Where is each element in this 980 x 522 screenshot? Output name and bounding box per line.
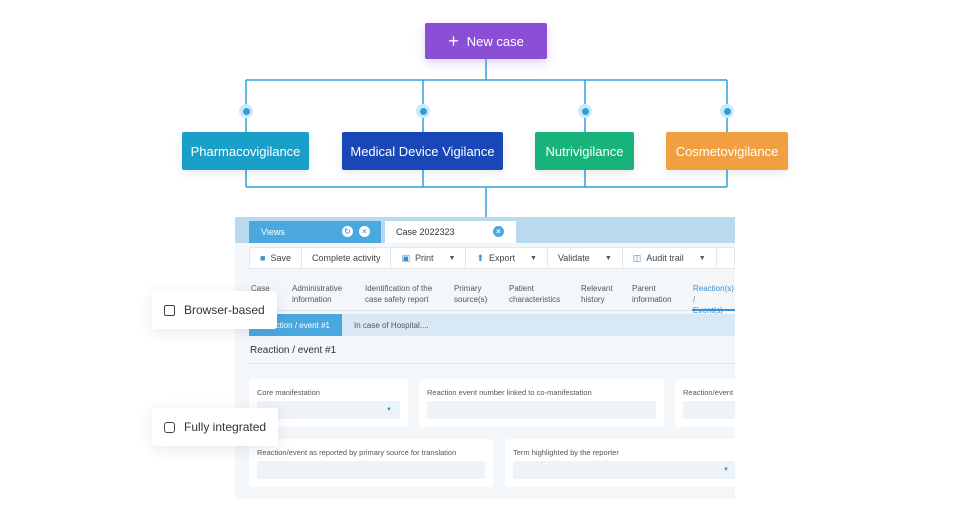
tab-views[interactable]: Views ↻ × — [249, 221, 381, 243]
validate-button[interactable]: Validate ▼ — [548, 248, 623, 268]
chevron-down-icon: ▼ — [386, 407, 392, 413]
complete-label: Complete activity — [311, 253, 381, 263]
connector-dot — [239, 104, 253, 118]
divider — [249, 310, 735, 311]
badge-label: Fully integrated — [184, 420, 267, 434]
medical-device-vigilance-node[interactable]: Medical Device Vigilance — [342, 132, 503, 170]
audit-trail-button[interactable]: ◫ Audit trail ▼ — [623, 248, 717, 268]
chevron-down-icon: ▼ — [723, 467, 729, 473]
print-button[interactable]: ▣ Print ▼ — [391, 248, 467, 268]
tab-line: information — [632, 295, 672, 304]
monitor-icon — [164, 304, 175, 316]
floppy-icon: ■ — [260, 253, 266, 263]
new-case-label: New case — [466, 33, 524, 49]
connector-dot — [416, 104, 430, 118]
field-label: Reaction/event — [683, 388, 734, 397]
term-card: Term highlighted by the reporter ▼ — [505, 439, 735, 487]
save-button[interactable]: ■ Save — [250, 248, 302, 268]
tab-relevant-history[interactable]: Relevant history — [581, 283, 613, 305]
subtab-label: In case of Hospital.... — [354, 320, 429, 330]
refresh-icon[interactable]: ↻ — [342, 226, 353, 237]
export-button[interactable]: ⬆ Export ▼ — [466, 248, 548, 268]
tab-line: Relevant — [581, 284, 613, 293]
chevron-down-icon: ▼ — [698, 254, 706, 262]
reaction-event-input[interactable] — [683, 401, 735, 419]
tab-line: Patient — [509, 284, 534, 293]
tab-case-section[interactable]: Case — [251, 283, 270, 294]
subtab-strip: Reaction / event #1 In case of Hospital.… — [249, 314, 735, 336]
linked-event-input[interactable] — [427, 401, 656, 419]
tab-line: characteristics — [509, 295, 561, 304]
tab-case[interactable]: Case 2022323 × — [385, 221, 516, 243]
tab-line: case safety report — [365, 295, 429, 304]
tab-line: source(s) — [454, 295, 488, 304]
audit-icon: ◫ — [632, 252, 642, 263]
nutrivigilance-node[interactable]: Nutrivigilance — [535, 132, 634, 170]
tab-parent[interactable]: Parent information — [632, 283, 672, 305]
complete-activity-button[interactable]: Complete activity — [302, 248, 392, 268]
browser-based-badge: Browser-based — [152, 291, 277, 329]
cosmetovigilance-node[interactable]: Cosmetovigilance — [666, 132, 788, 170]
tab-line: history — [581, 295, 605, 304]
node-label: Medical Device Vigilance — [350, 143, 495, 159]
toolbar: ■ Save Complete activity ▣ Print ▼ ⬆ Exp… — [249, 247, 735, 269]
tab-administrative[interactable]: Administrative information — [292, 283, 342, 305]
tab-patient[interactable]: Patient characteristics — [509, 283, 560, 305]
field-label: Reaction event number linked to co-manif… — [427, 388, 592, 397]
tab-identification[interactable]: Identification of the case safety report — [365, 283, 432, 305]
pharmacovigilance-node[interactable]: Pharmacovigilance — [182, 132, 309, 170]
section-tabs: Case Administrative information Identific… — [249, 283, 735, 315]
save-label: Save — [270, 253, 291, 263]
tab-line: information — [292, 295, 332, 304]
tab-line: Parent — [632, 284, 656, 293]
subtab-label: Reaction / event #1 — [261, 320, 330, 330]
tab-line: Reaction(s) / — [693, 284, 734, 304]
tab-reactions[interactable]: Reaction(s) /Event(s) — [693, 283, 735, 316]
node-label: Cosmetovigilance — [675, 143, 779, 159]
field-label: Term highlighted by the reporter — [513, 448, 619, 457]
audit-label: Audit trail — [646, 253, 684, 263]
tab-line: Administrative — [292, 284, 343, 293]
tab-strip: Views ↻ × Case 2022323 × — [235, 217, 735, 243]
export-icon: ⬆ — [476, 252, 484, 263]
tab-label: Views — [261, 227, 285, 237]
tab-label: Case 2022323 — [396, 227, 455, 237]
core-manifestation-select[interactable]: ▼ — [257, 401, 400, 419]
section-title: Reaction / event #1 — [250, 345, 337, 356]
printer-icon: ▣ — [401, 252, 410, 263]
subtab-hospital[interactable]: In case of Hospital.... — [354, 314, 429, 336]
connector-dot — [720, 104, 734, 118]
term-select[interactable]: ▼ — [513, 461, 735, 479]
translation-card: Reaction/event as reported by primary so… — [249, 439, 493, 487]
new-case-button[interactable]: + New case — [425, 23, 547, 59]
connector-dot — [578, 104, 592, 118]
case-window: Views ↻ × Case 2022323 × ■ Save Complete… — [235, 217, 735, 499]
tab-line: Case — [251, 284, 270, 293]
tab-primary-sources[interactable]: Primary source(s) — [454, 283, 487, 305]
divider — [249, 363, 735, 364]
linked-event-card: Reaction event number linked to co-manif… — [419, 379, 664, 427]
node-label: Nutrivigilance — [545, 143, 624, 159]
chevron-down-icon: ▼ — [448, 254, 456, 262]
export-label: Export — [489, 253, 516, 263]
clipboard-icon — [164, 421, 175, 433]
fully-integrated-badge: Fully integrated — [152, 408, 278, 446]
node-label: Pharmacovigilance — [190, 143, 301, 159]
active-tab-indicator — [692, 309, 735, 311]
close-icon[interactable]: × — [493, 226, 504, 237]
field-label: Core manifestation — [257, 388, 320, 397]
chevron-down-icon: ▼ — [530, 254, 537, 262]
tab-line: Primary — [454, 284, 482, 293]
reaction-event-card: Reaction/event — [675, 379, 735, 427]
plus-icon: + — [448, 31, 459, 51]
validate-label: Validate — [557, 253, 590, 263]
field-label: Reaction/event as reported by primary so… — [257, 448, 457, 457]
chevron-down-icon: ▼ — [604, 254, 612, 262]
translation-input[interactable] — [257, 461, 485, 479]
print-label: Print — [415, 253, 434, 263]
badge-label: Browser-based — [184, 303, 265, 317]
tab-line: Identification of the — [365, 284, 433, 293]
close-icon[interactable]: × — [359, 226, 370, 237]
